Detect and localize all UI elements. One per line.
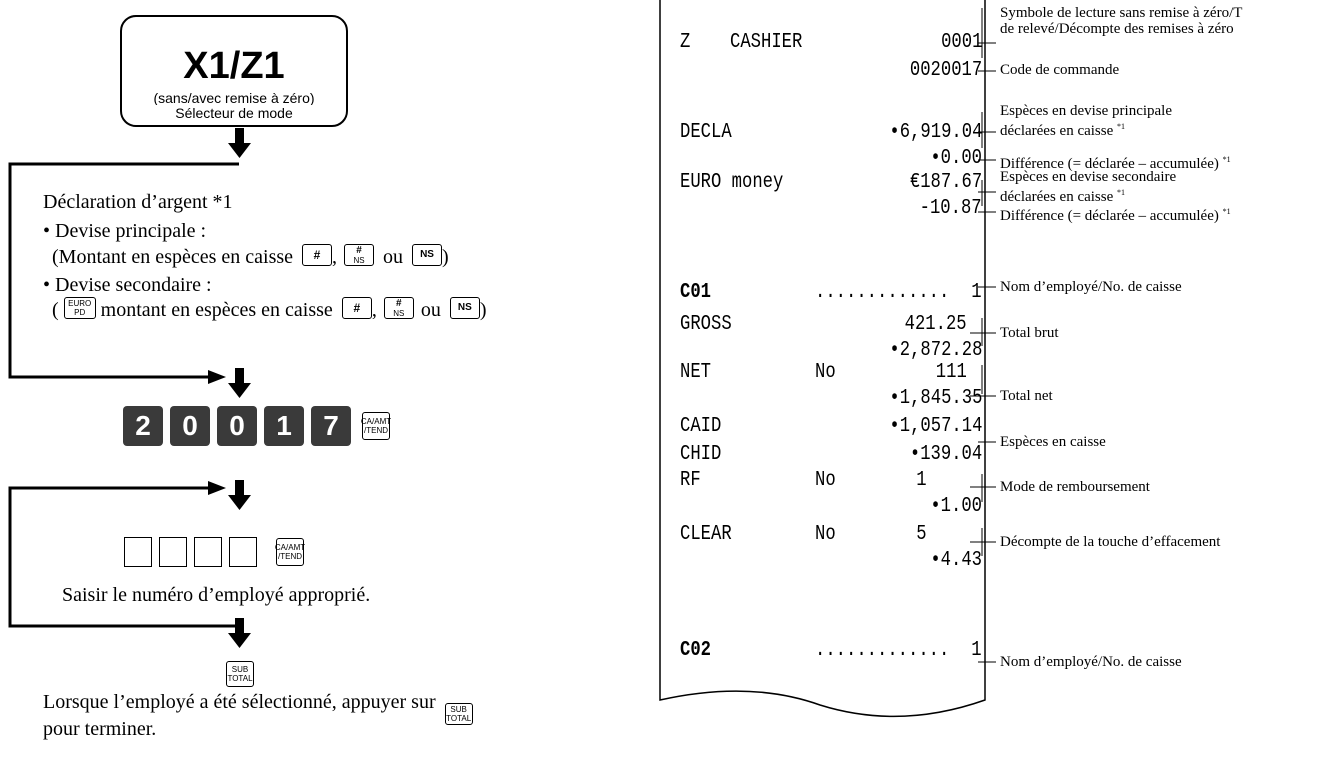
note-difference-secondary: Différence (= déclarée – accumulée) *1	[1000, 207, 1231, 224]
receipt-z-counter: 0001	[940, 31, 982, 54]
receipt-row-value: €187.67	[909, 171, 982, 194]
receipt-row-value: 111	[935, 361, 967, 384]
receipt-row-mid: No	[815, 469, 836, 492]
receipt-row-value: •0.00	[930, 147, 982, 170]
receipt-cashier: CASHIER	[730, 31, 803, 54]
note-employee-2: Nom d’employé/No. de caisse	[1000, 654, 1182, 670]
receipt-row-label: CLEAR	[680, 523, 732, 546]
ca-amt-tend-key-2: CA/AMT/TEND	[275, 538, 305, 566]
note-main-currency-line1: Espèces en devise principale	[1000, 103, 1173, 119]
receipt-row-label: NET	[680, 361, 712, 384]
receipt-row-label: C01	[680, 281, 712, 304]
receipt-row-value: 421.25	[904, 313, 967, 336]
receipt-row-value: •6,919.04	[888, 121, 982, 144]
note-net-total: Total net	[1000, 388, 1053, 404]
note-difference-main: Différence (= déclarée – accumulée) *1	[1000, 155, 1231, 172]
digit-key-2: 0	[170, 406, 210, 446]
mode-subtitle: (sans/avec remise à zéro)	[153, 90, 315, 106]
digit-key-1: 2	[123, 406, 163, 446]
receipt-row-value: -10.87	[919, 197, 982, 220]
receipt-row-value: •139.04	[909, 443, 982, 466]
receipt-z-symbol: Z	[680, 31, 691, 54]
main-currency-line: (Montant en espèces en caisse # , #NS ou…	[52, 244, 449, 268]
receipt-row-value: 5	[916, 523, 927, 546]
receipt-paper-outline	[659, 0, 986, 718]
employee-digit-box-1	[124, 537, 152, 567]
note-clear-key-count: Décompte de la touche d’effacement	[1000, 534, 1221, 550]
note-cash-in-drawer: Espèces en caisse	[1000, 434, 1106, 450]
main-currency-label: • Devise principale :	[43, 220, 207, 242]
note-secondary-currency-line2: déclarées en caisse *1	[1000, 188, 1126, 205]
receipt-row-value: •4.43	[930, 549, 982, 572]
hash-key-2: #	[341, 297, 372, 319]
digit-key-5: 7	[311, 406, 351, 446]
mode-title: X1/Z1	[183, 45, 285, 87]
receipt-row-value: 1	[971, 281, 982, 304]
note-employee-1: Nom d’employé/No. de caisse	[1000, 279, 1182, 295]
receipt-row-label: GROSS	[680, 313, 732, 336]
final-instruction-line2: pour terminer.	[43, 718, 157, 740]
mode-selector-label: Sélecteur de mode	[150, 105, 318, 121]
note-z-symbol-line1: Symbole de lecture sans remise à zéro/T	[1000, 5, 1243, 21]
employee-digit-box-4	[229, 537, 257, 567]
secondary-currency-label: • Devise secondaire :	[43, 274, 212, 296]
ca-amt-tend-key: CA/AMT/TEND	[361, 412, 391, 440]
receipt-row-value: •1.00	[930, 495, 982, 518]
employee-digit-box-3	[194, 537, 222, 567]
digit-key-4: 1	[264, 406, 304, 446]
final-instruction-line1: Lorsque l’employé a été sélectionné, app…	[43, 691, 473, 725]
employee-digit-box-2	[159, 537, 187, 567]
employee-instruction: Saisir le numéro d’employé approprié.	[62, 584, 371, 606]
receipt-row-mid: No	[815, 523, 836, 546]
ns-key-2: NS	[449, 297, 480, 319]
note-secondary-currency-line1: Espèces en devise secondaire	[1000, 169, 1177, 185]
receipt-row-dots: .............	[815, 639, 950, 662]
receipt-row-label: DECLA	[680, 121, 732, 144]
mode-selector-box	[120, 15, 348, 127]
annotation-leader-lines	[970, 8, 996, 663]
note-gross-total: Total brut	[1000, 325, 1059, 341]
receipt-row-label: C02	[680, 639, 712, 662]
note-main-currency-line2: déclarées en caisse *1	[1000, 122, 1126, 139]
hash-key: #	[302, 244, 333, 266]
receipt-row-value: •1,845.35	[888, 387, 982, 410]
ns-key: NS	[412, 244, 443, 266]
digit-key-3: 0	[217, 406, 257, 446]
receipt-row-label: RF	[680, 469, 701, 492]
hash-ns-key-2: #NS	[383, 297, 414, 319]
receipt-row-value: 1	[971, 639, 982, 662]
receipt-row-value: 1	[916, 469, 927, 492]
receipt-order-code: 0020017	[909, 59, 982, 82]
note-refund-mode: Mode de remboursement	[1000, 479, 1150, 495]
note-order-code: Code de commande	[1000, 62, 1120, 78]
declaration-heading: Déclaration d’argent *1	[43, 191, 233, 213]
note-z-symbol-line2: de relevé/Décompte des remises à zéro	[1000, 21, 1234, 37]
receipt-row-label: EURO money	[680, 171, 784, 194]
receipt-row-value: •1,057.14	[888, 415, 982, 438]
receipt-row-dots: .............	[815, 281, 950, 304]
receipt-row-mid: No	[815, 361, 836, 384]
hash-ns-key: #NS	[344, 244, 375, 266]
flow-arrows	[8, 128, 251, 648]
receipt-row-value: •2,872.28	[888, 339, 982, 362]
receipt-row-label: CHID	[680, 443, 722, 466]
receipt-row-label: CAID	[680, 415, 722, 438]
